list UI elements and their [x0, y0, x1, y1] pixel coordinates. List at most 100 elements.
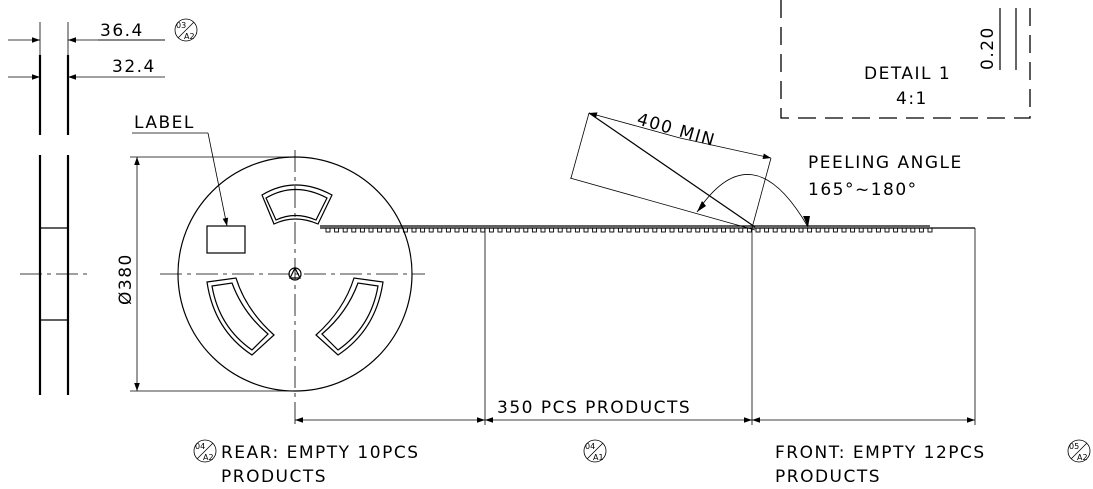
tape-pocket [377, 227, 383, 233]
flange-inner-dimension: 32.4 [8, 57, 165, 80]
tape-pocket [471, 227, 477, 233]
rear-note-line2: PRODUCTS [221, 467, 327, 487]
tape-pocket [729, 227, 735, 233]
tape-pocket [884, 227, 890, 233]
tape-pocket [497, 227, 503, 233]
tape-pocket [514, 227, 520, 233]
tape-pocket [325, 227, 331, 233]
tape-pocket [411, 227, 417, 233]
tape-pocket [832, 227, 838, 233]
front-note-line2: PRODUCTS [775, 467, 881, 487]
front-note: FRONT: EMPTY 12PCS PRODUCTS 05 A2 [775, 439, 1091, 487]
tape-pocket [437, 227, 443, 233]
tape-pocket [901, 227, 907, 233]
tape-pocket [789, 227, 795, 233]
revision-tag-d: 05 A2 [1067, 439, 1091, 463]
tape-pocket [635, 227, 641, 233]
tape-pocket [592, 227, 598, 233]
tape-pocket [660, 227, 666, 233]
revision-tag-a-bottom: A2 [184, 32, 195, 41]
tape-pocket [738, 227, 744, 233]
revision-tag-c-top: 04 [585, 442, 595, 451]
tape-pocket [428, 227, 434, 233]
tape-pockets [325, 227, 933, 233]
tape-pocket [523, 227, 529, 233]
detail-title: DETAIL 1 [864, 64, 951, 84]
reel-diameter-value: Ø380 [116, 253, 136, 305]
revision-tag-a-top: 03 [176, 21, 186, 30]
tape-pocket [540, 227, 546, 233]
tape-pocket [342, 227, 348, 233]
peeling-angle-title: PEELING ANGLE [808, 153, 963, 173]
tape-pocket [669, 227, 675, 233]
tape-pocket [609, 227, 615, 233]
tape-pocket [566, 227, 572, 233]
tape-pocket [549, 227, 555, 233]
tape-pocket [351, 227, 357, 233]
tape-pocket [506, 227, 512, 233]
tape-pocket [600, 227, 606, 233]
tape-pocket [910, 227, 916, 233]
tape-pocket [583, 227, 589, 233]
reel-diameter-dimension: Ø380 [116, 156, 295, 392]
tape-pocket [798, 227, 804, 233]
flange-inner-value: 32.4 [112, 57, 156, 77]
tape-pocket [334, 227, 340, 233]
detail-scale: 4:1 [896, 89, 928, 109]
revision-tag-a: 03 A2 [174, 18, 198, 42]
reel-front-view [160, 150, 425, 425]
tape-pocket [463, 227, 469, 233]
leader-length-value: 400 MIN [635, 110, 718, 151]
tape-pocket [652, 227, 658, 233]
tape-pocket [841, 227, 847, 233]
reel-side-view [20, 55, 90, 395]
tape-pocket [678, 227, 684, 233]
tape-pocket [480, 227, 486, 233]
tape-pocket [703, 227, 709, 233]
tape-pocket [643, 227, 649, 233]
peeling-angle-range: 165°~180° [808, 180, 918, 200]
revision-tag-c: 04 A1 [583, 439, 607, 463]
revision-tag-d-top: 05 [1069, 442, 1079, 451]
tape-pocket [721, 227, 727, 233]
tape-pocket [574, 227, 580, 233]
label-text: LABEL [134, 113, 195, 133]
peeling-angle-indicator: 400 MIN PEELING ANGLE 165°~180° [569, 110, 963, 231]
tape-pocket [385, 227, 391, 233]
tape-pocket [755, 227, 761, 233]
tape-pocket [893, 227, 899, 233]
tape-pocket [772, 227, 778, 233]
label-callout: LABEL [132, 113, 229, 227]
revision-tag-c-bottom: A1 [593, 453, 604, 462]
carrier-tape [320, 225, 975, 233]
tape-pocket [764, 227, 770, 233]
tape-pocket [686, 227, 692, 233]
rear-note-line1: REAR: EMPTY 10PCS [221, 443, 419, 463]
tape-pocket [368, 227, 374, 233]
tape-pocket [807, 227, 813, 233]
tape-pocket [781, 227, 787, 233]
tape-pocket [531, 227, 537, 233]
tape-pocket [695, 227, 701, 233]
tape-pocket [626, 227, 632, 233]
flange-width-dimension: 36.4 03 A2 [8, 18, 198, 55]
tape-pocket [815, 227, 821, 233]
revision-tag-d-bottom: A2 [1077, 453, 1088, 462]
tape-pocket [927, 227, 933, 233]
tape-pocket [557, 227, 563, 233]
tape-pocket [420, 227, 426, 233]
tape-pocket [858, 227, 864, 233]
revision-tag-b: 04 A2 [193, 439, 217, 463]
tape-pocket [394, 227, 400, 233]
front-note-line1: FRONT: EMPTY 12PCS [775, 443, 986, 463]
revision-tag-b-top: 04 [195, 442, 205, 451]
flange-outer-value: 36.4 [100, 21, 144, 41]
tape-pocket [454, 227, 460, 233]
tape-pocket [402, 227, 408, 233]
tape-pocket [712, 227, 718, 233]
tape-pocket [867, 227, 873, 233]
detail-1-box: DETAIL 1 4:1 0.20 [780, 0, 1031, 119]
products-count-label: 350 PCS PRODUCTS [497, 398, 691, 418]
tape-pocket [617, 227, 623, 233]
